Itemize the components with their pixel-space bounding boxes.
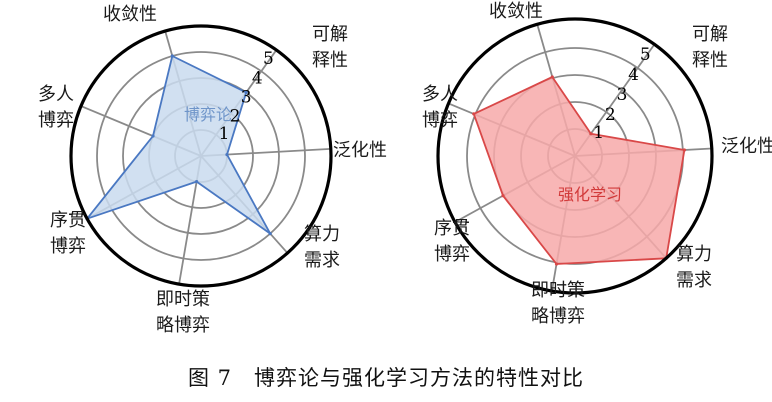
data-point-realtime [554,262,559,266]
series-name-label: 强化学习 [558,185,622,204]
data-point-generalization [225,153,229,157]
axis-label-realtime: 即时策略博弈 [156,289,210,336]
data-point-generalization [682,148,687,152]
axis-label-multiplayer: 多人博弈 [422,84,458,131]
tick-label-4: 4 [252,68,263,88]
outer-circle [69,24,333,288]
axis-label-generalization: 泛化性 [721,136,772,157]
axis-label-interpretability: 可解释性 [692,24,728,71]
tick-label-1: 1 [593,123,604,143]
grid-circle-4 [96,51,306,261]
axis-label-generalization: 泛化性 [333,140,387,161]
data-point-compute [268,232,272,236]
axis-label-multiplayer: 多人博弈 [38,84,74,131]
data-point-multiplayer [472,112,476,116]
axis-label-interpretability: 可解释性 [312,24,348,71]
data-point-interpretability [244,90,248,94]
figure-caption: 图 7 博弈论与强化学习方法的特性对比 [187,366,585,390]
data-point-convergence [550,75,554,79]
tick-label-2: 2 [605,105,616,125]
axis-label-convergence: 收敛性 [103,4,157,25]
tick-label-4: 4 [628,65,639,85]
series-polygon [86,55,272,235]
data-point-multiplayer [151,134,155,138]
data-point-realtime [195,180,199,184]
tick-label-2: 2 [230,107,241,127]
axis-label-sequential: 序贯博弈 [50,210,86,257]
axis-label-realtime: 即时策略博弈 [531,280,585,327]
axis-label-compute: 算力需求 [676,244,712,291]
axis-label-convergence: 收敛性 [489,1,543,22]
series-name-label: 博弈论 [184,105,232,124]
tick-label-1: 1 [219,124,230,144]
outer-circle [436,17,714,295]
tick-label-3: 3 [617,85,628,105]
tick-label-5: 5 [263,49,274,69]
series-polygon [472,76,686,265]
axis-label-sequential: 序贯博弈 [434,218,470,265]
axis-label-compute: 算力需求 [304,224,340,271]
data-point-sequential [501,194,505,198]
tick-label-5: 5 [640,45,651,65]
tick-label-3: 3 [241,87,252,107]
data-point-interpretability [589,132,593,136]
data-point-convergence [170,54,174,58]
